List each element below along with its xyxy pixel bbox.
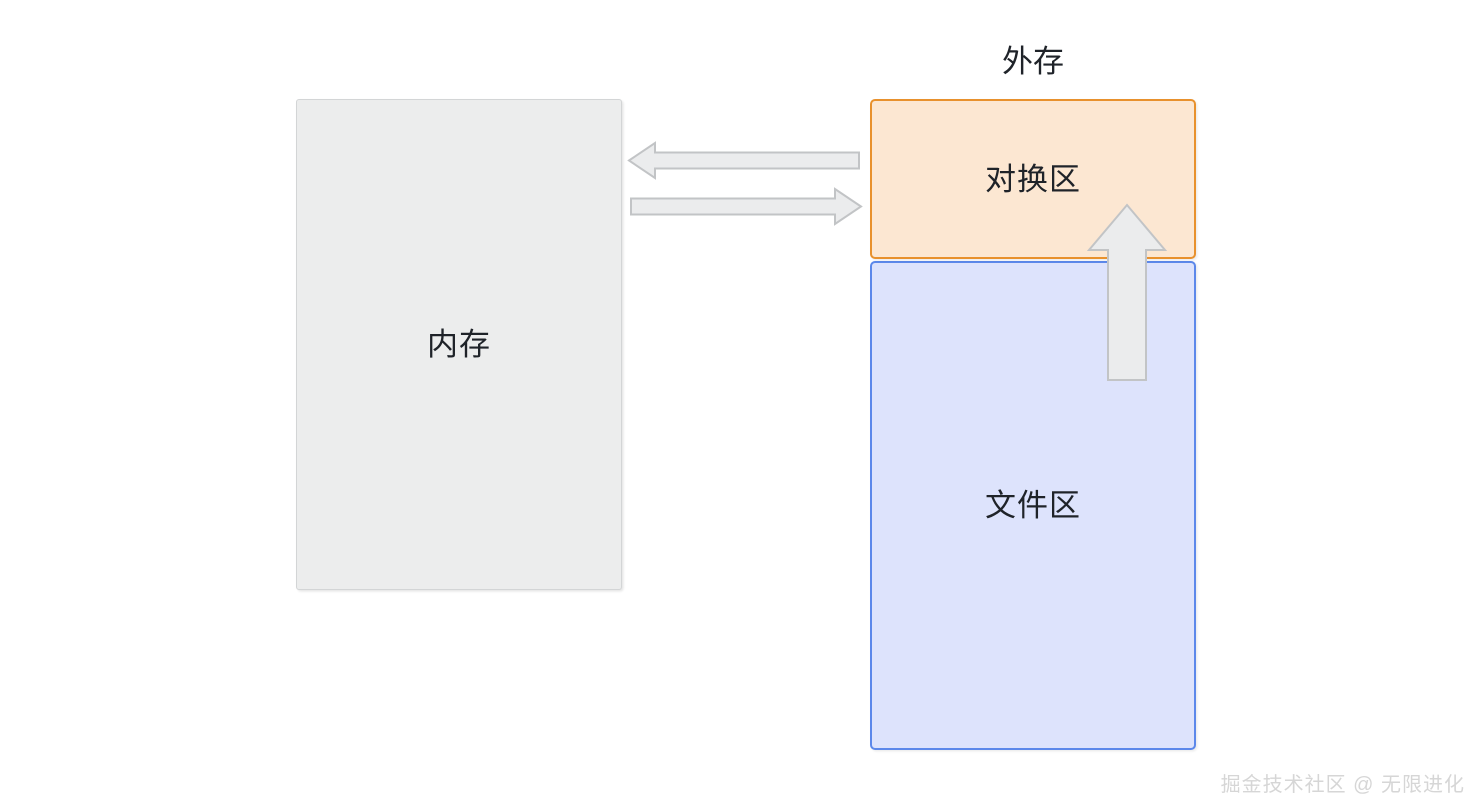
external-storage-title: 外存: [1002, 44, 1064, 79]
arrow-swap-to-memory-icon: [627, 141, 860, 180]
swap-area-block-label: 对换区: [985, 161, 1081, 197]
arrow-memory-to-swap-icon: [630, 187, 863, 226]
memory-block: 内存: [296, 99, 622, 590]
watermark-text: 掘金技术社区 @ 无限进化: [1220, 774, 1465, 796]
arrow-file-to-swap-icon: [1086, 203, 1168, 381]
file-area-block-label: 文件区: [985, 488, 1081, 523]
swap-area-block: 对换区: [870, 99, 1196, 259]
memory-block-label: 内存: [427, 327, 491, 362]
